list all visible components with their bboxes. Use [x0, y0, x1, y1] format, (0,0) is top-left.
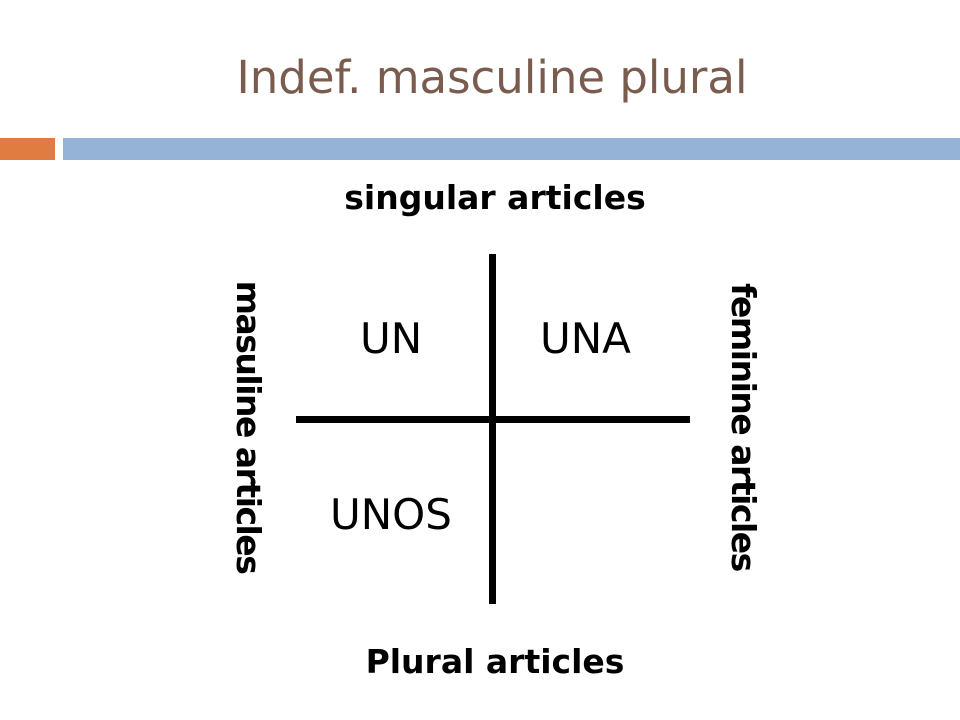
accent-bar-left	[0, 138, 55, 160]
right-label: feminine articles	[724, 283, 763, 571]
cell-top-right: UNA	[540, 314, 631, 363]
top-label: singular articles	[344, 178, 646, 217]
vertical-divider	[489, 254, 496, 604]
cell-top-left: UN	[360, 314, 423, 363]
slide-title: Indef. masculine plural	[236, 51, 748, 104]
horizontal-divider	[296, 416, 690, 423]
cell-bottom-left: UNOS	[330, 490, 452, 539]
left-label: masuline articles	[229, 280, 268, 574]
accent-bar-right	[63, 138, 960, 160]
bottom-label: Plural articles	[365, 642, 625, 681]
